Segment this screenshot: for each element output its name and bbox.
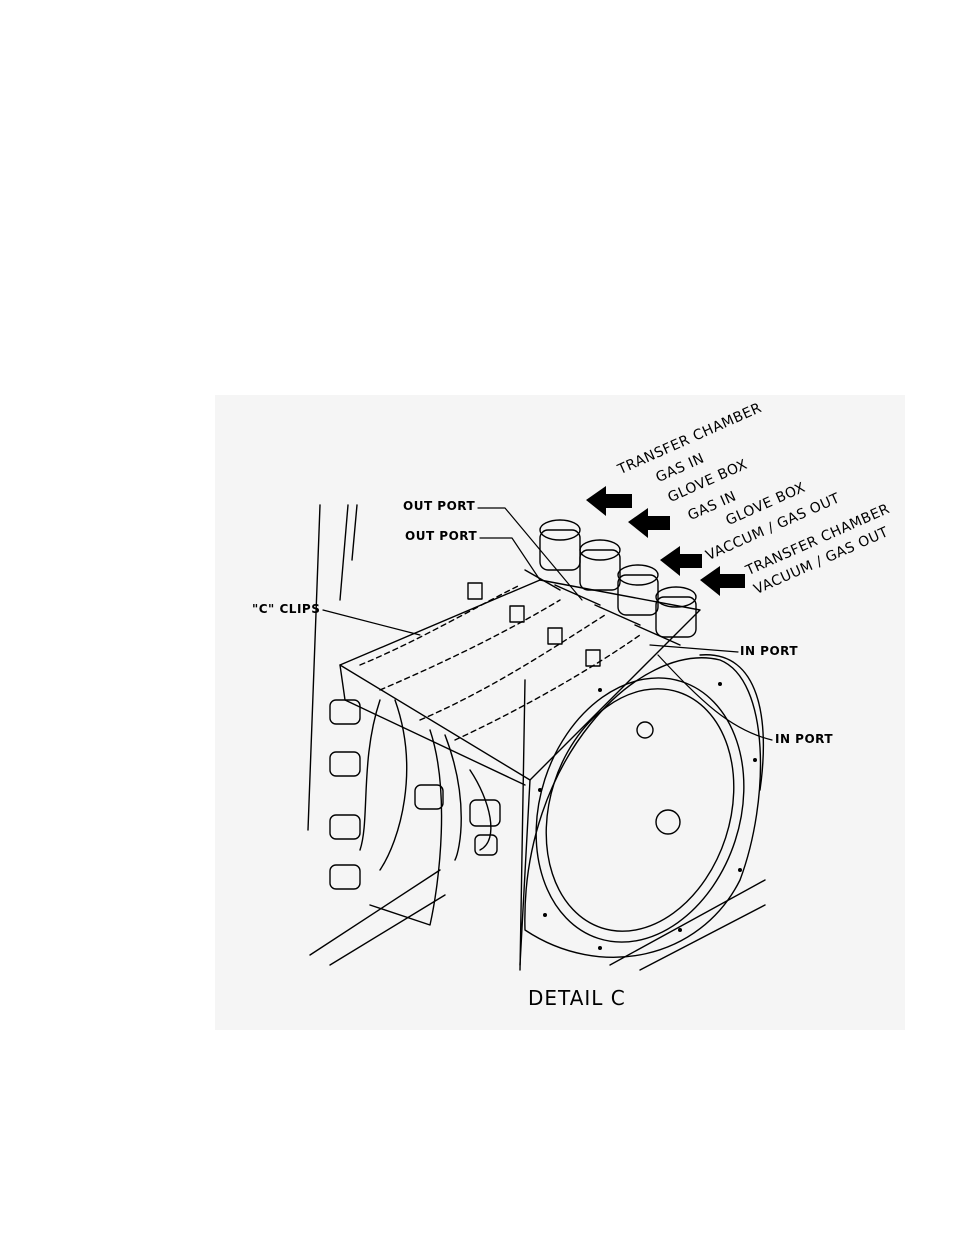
arrow-icon [700,566,745,596]
arrow-icon [586,486,632,516]
base-line [519,679,526,971]
solenoid-valves [524,519,697,646]
base-line [639,904,766,971]
side-wall [519,779,531,966]
label-out-port-2: OUT PORT [405,529,478,543]
label-c-clips: "C" CLIPS [252,602,321,616]
base-line [329,894,446,966]
top-plate [339,579,701,781]
base-line [309,869,441,956]
figure-caption: DETAIL C [528,986,626,1010]
label-in-port-2: IN PORT [775,732,834,746]
door-flange [524,654,765,958]
label-in-port-1: IN PORT [740,644,799,658]
connector-blocks [467,582,601,667]
base-line [609,879,766,966]
frame-line [307,504,321,831]
leader-lines [322,507,773,741]
label-out-port-1: OUT PORT [403,499,476,513]
arrow-icon [660,546,702,576]
arrow-icon [628,508,670,538]
frame-line [351,504,358,561]
tubes [359,699,492,926]
dashed-tubes [359,584,641,741]
door-bolts [538,682,757,950]
flow-arrows [586,486,745,596]
lower-valves [329,699,501,890]
frame-line [339,504,349,601]
